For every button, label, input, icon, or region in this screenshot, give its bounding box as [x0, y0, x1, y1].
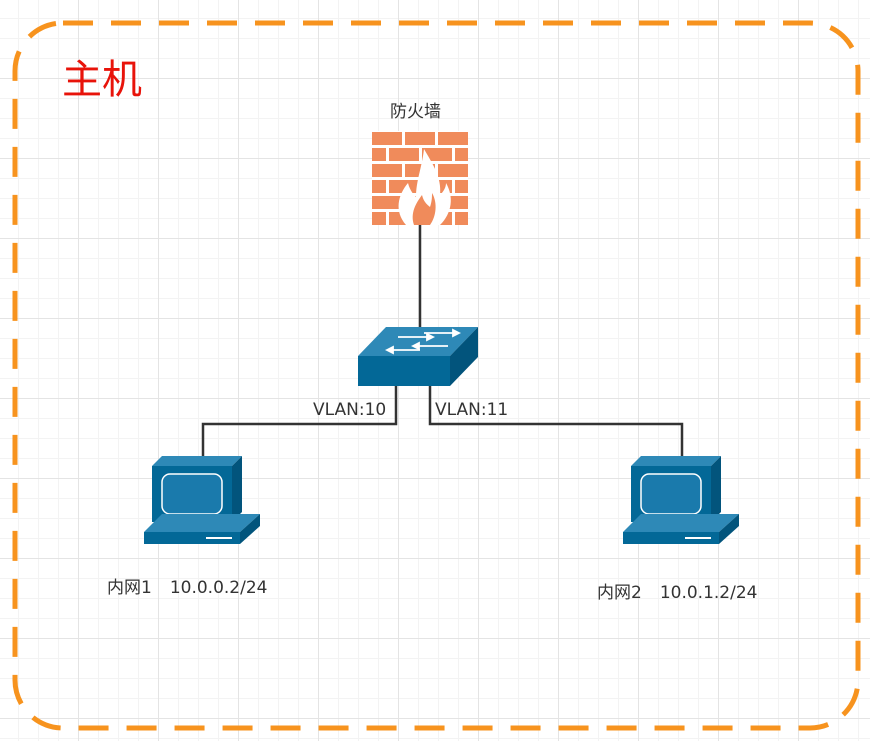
switch-side — [450, 327, 478, 386]
link-switch-host2 — [428, 384, 684, 456]
firewall-flame — [398, 149, 451, 225]
firewall-brick — [389, 180, 419, 193]
firewall-label: 防火墙 — [390, 102, 441, 122]
vlan-label-left: VLAN:10 — [313, 400, 387, 420]
link-switch-host1 — [201, 384, 398, 456]
host-label-1: 内网1 10.0.0.2/24 — [107, 578, 267, 598]
firewall-brick — [422, 148, 452, 161]
firewall-flame-core — [412, 193, 436, 225]
firewall-brick — [372, 148, 386, 161]
switch-icon[interactable] — [358, 327, 478, 386]
host-title: 主机 — [62, 57, 142, 103]
vlan-label-right: VLAN:11 — [435, 400, 509, 420]
firewall-brick — [372, 212, 386, 225]
host-name-1: 内网1 — [107, 578, 152, 598]
host-label-2: 内网2 10.0.1.2/24 — [597, 583, 757, 603]
firewall-brick — [372, 132, 402, 145]
firewall-brick — [405, 132, 435, 145]
firewall-brick — [455, 212, 468, 225]
switch-front — [358, 356, 450, 386]
firewall-brick — [389, 148, 419, 161]
workstation-icon — [623, 456, 739, 544]
firewall-icon[interactable] — [372, 131, 468, 225]
switch-arrows — [384, 328, 462, 355]
firewall-brick — [372, 196, 402, 209]
workstation-icon-1[interactable] — [144, 456, 260, 544]
workstation-icon — [144, 456, 260, 544]
host-name-2: 内网2 — [597, 583, 642, 603]
host-ip-1: 10.0.0.2/24 — [169, 578, 268, 598]
workstation-icon-2[interactable] — [623, 456, 739, 544]
host-boundary — [12, 20, 861, 731]
firewall-brick — [455, 148, 468, 161]
firewall-brick — [372, 164, 402, 177]
firewall-brick — [438, 132, 468, 145]
firewall-brick — [455, 180, 468, 193]
firewall-brick — [438, 164, 468, 177]
firewall-brick — [372, 180, 386, 193]
network-links — [201, 223, 684, 456]
host-ip-2: 10.0.1.2/24 — [659, 583, 758, 603]
